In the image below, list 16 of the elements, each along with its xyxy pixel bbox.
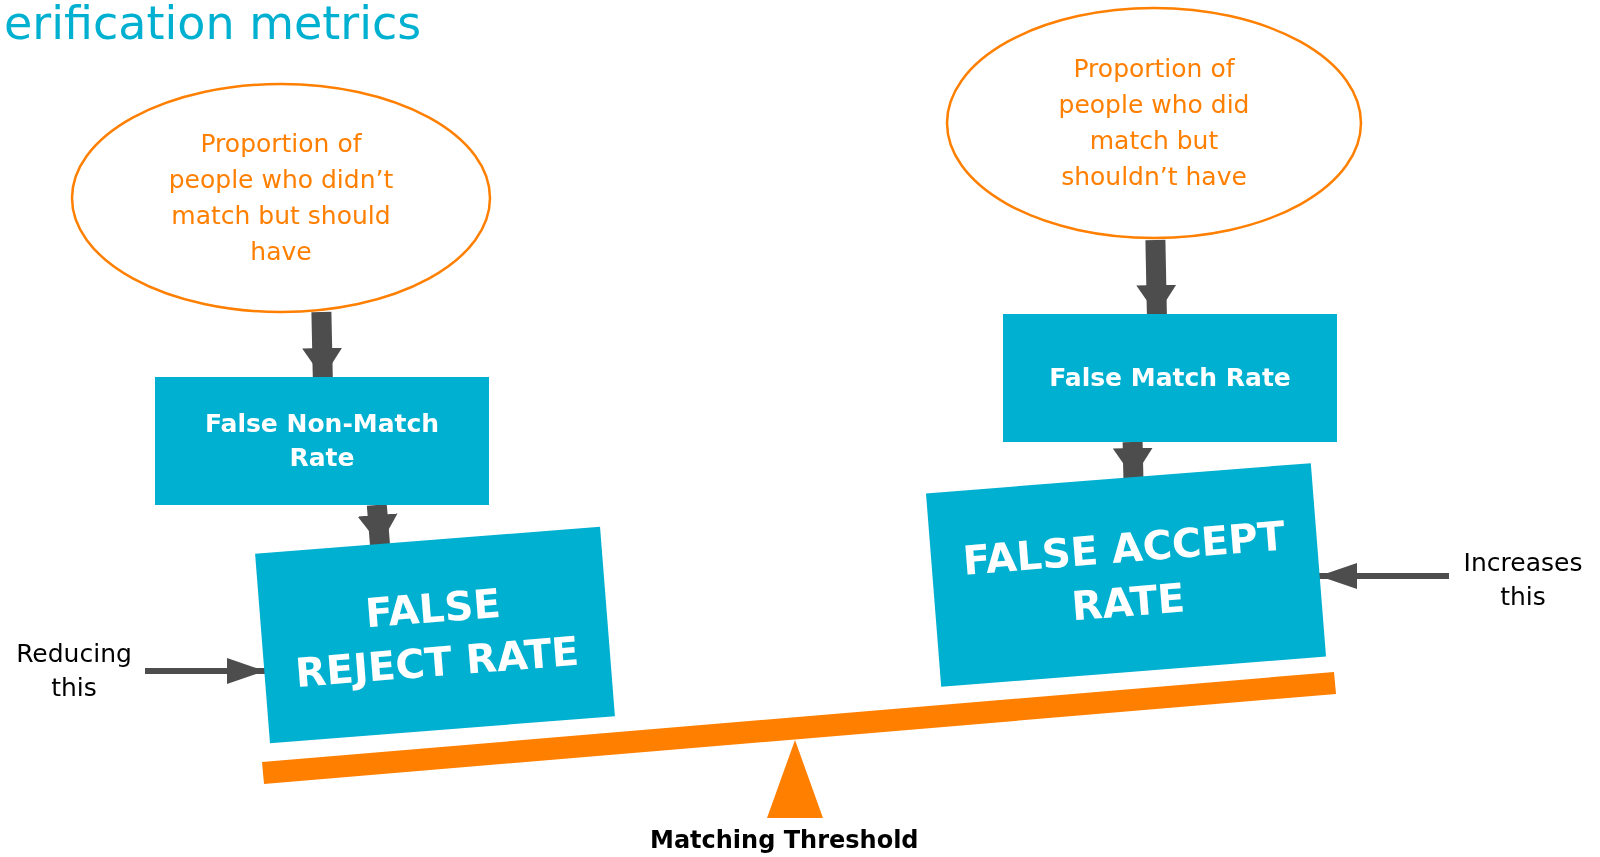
threshold-label: Matching Threshold [650,826,919,854]
note-text: Increases this [1450,542,1596,618]
block-arrow [302,311,343,379]
metric-box: False Match Rate [1003,314,1337,442]
description-text: Proportion of people who did match but shouldn’t have [1057,53,1251,193]
block-arrow [357,504,398,546]
block-arrow [1136,239,1177,316]
arrow [1319,563,1449,589]
metric-box: False Non-Match Rate [155,377,489,505]
metric-box: FALSE REJECT RATE [255,526,615,744]
note-text: Reducing this [4,633,144,709]
block-arrow [1112,441,1153,479]
metric-box: FALSE ACCEPT RATE [926,463,1326,687]
arrow [145,658,265,684]
title: erification metrics [4,0,422,50]
description-text: Proportion of people who didn’t match but should have [167,128,395,268]
